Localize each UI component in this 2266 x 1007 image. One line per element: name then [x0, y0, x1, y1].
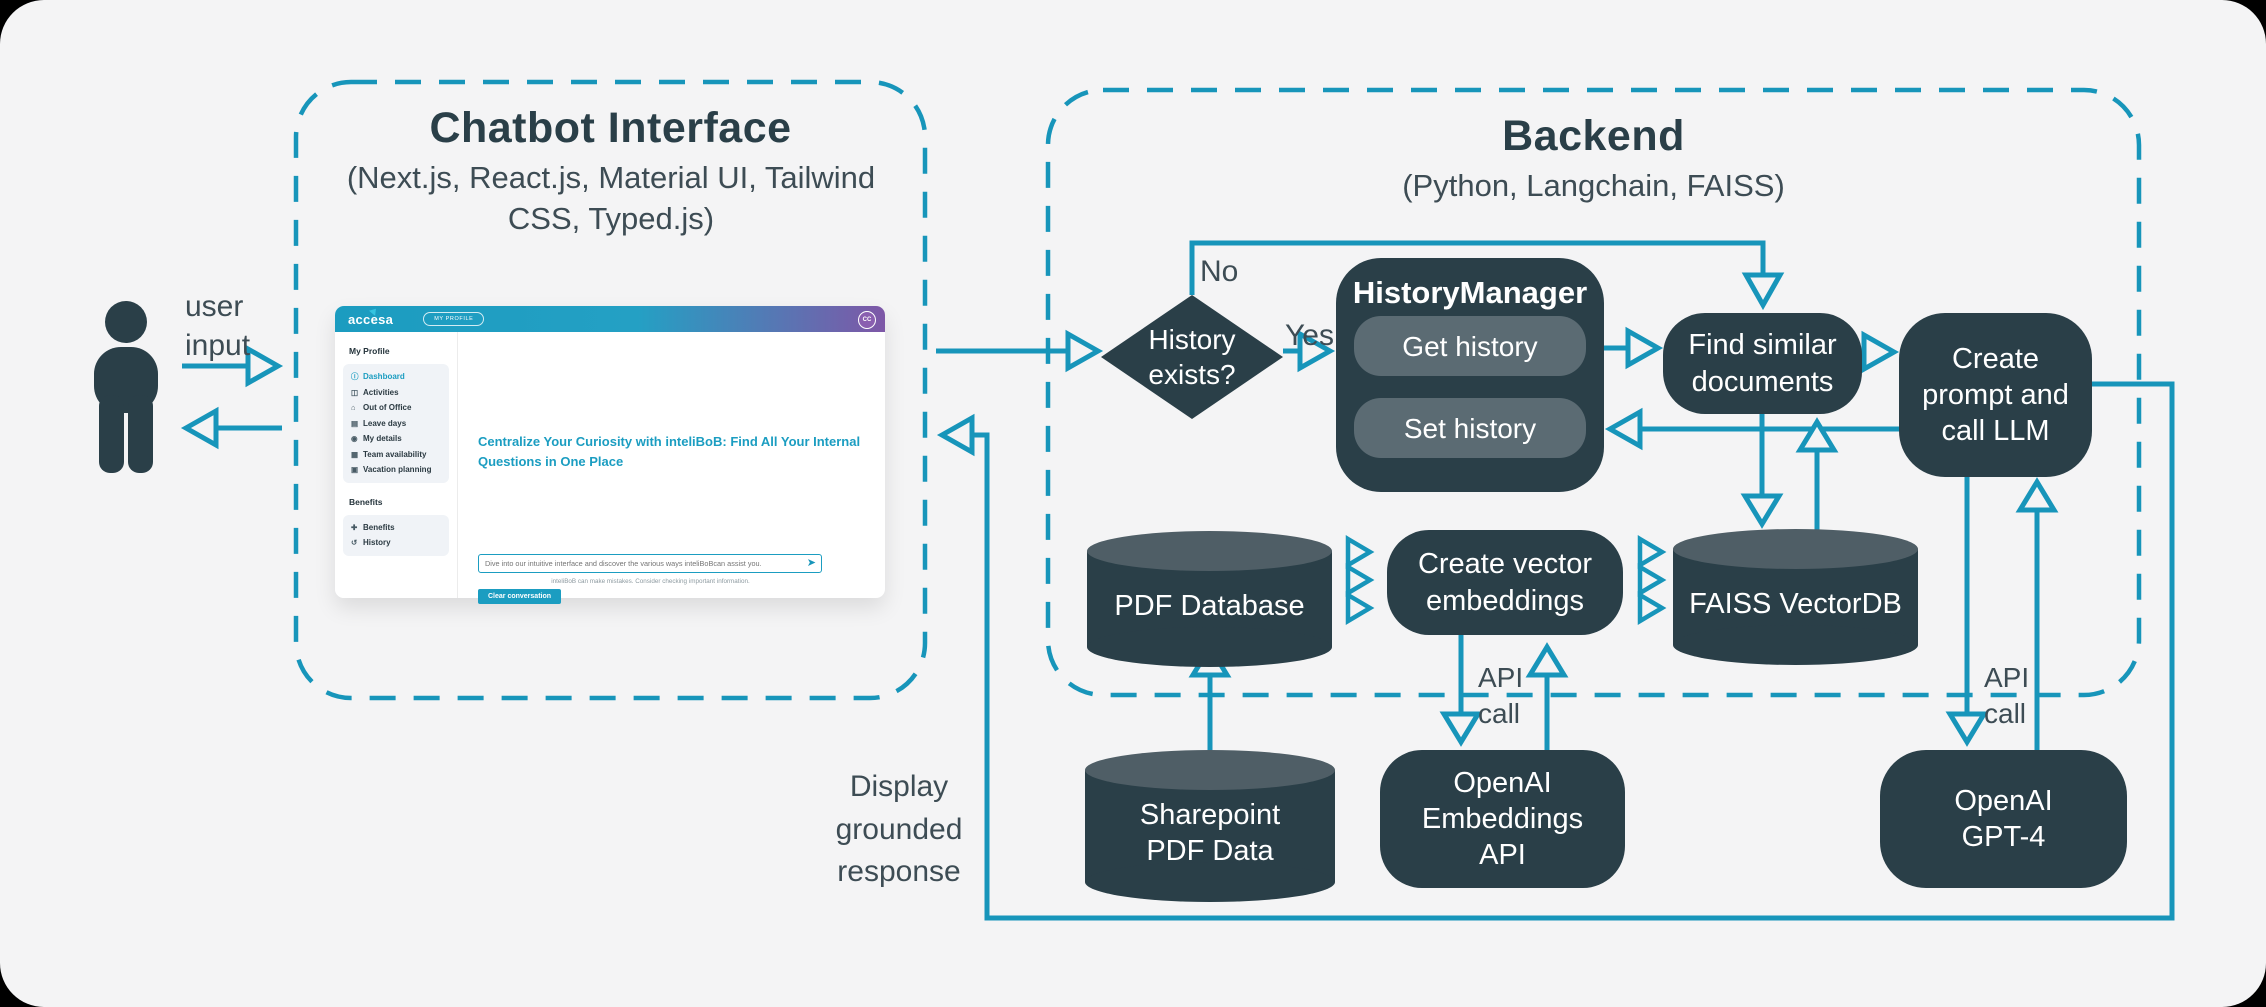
backend-section-subtitle: (Python, Langchain, FAISS) — [1402, 168, 1785, 203]
display-grounded-response-label: Display grounded response — [835, 770, 963, 889]
sidebar-item-label: Out of Office — [363, 403, 412, 413]
history-manager-title: HistoryManager — [1352, 275, 1588, 310]
chevrons-pdfdb-to-embeddings — [1345, 535, 1375, 625]
sidebar-item-out-of-office[interactable]: ⌂ Out of Office — [343, 400, 449, 416]
suitcase-icon: ▤ — [351, 418, 359, 428]
arrow-no-path — [1189, 240, 1785, 311]
arrow-find-to-create — [1861, 330, 1900, 374]
arrow-response-to-user — [180, 406, 282, 450]
sidebar-item-benefits[interactable]: ✚ Benefits — [343, 520, 449, 536]
table-icon: ▦ — [351, 449, 359, 459]
arrow-find-to-faiss — [1740, 414, 1784, 529]
arrow-gpt4-to-create — [2015, 477, 2059, 750]
node-label: Create prompt and call LLM — [1922, 342, 2069, 448]
api-call-label-gpt4: API call — [1984, 662, 2030, 730]
node-label: OpenAI GPT-4 — [1954, 784, 2053, 853]
arrow-api-to-embeddings — [1525, 642, 1569, 750]
office-icon: ⌂ — [351, 403, 356, 413]
arrow-create-to-gpt4 — [1945, 477, 1989, 747]
api-call-label-embeddings: API call — [1478, 662, 1524, 730]
backend-box-border — [1045, 87, 2142, 698]
arrow-faiss-to-find — [1795, 417, 1839, 532]
app-topbar: accesa MY PROFILE CC — [335, 305, 885, 332]
sidebar-item-label: Activities — [363, 387, 399, 397]
sidebar-item-label: Vacation planning — [363, 465, 432, 475]
node-label: Find similar documents — [1688, 329, 1837, 398]
app-sidebar: My Profile ⓘ Dashboard ◫ Activities ⌂ Ou… — [335, 332, 458, 598]
history-icon: ↺ — [351, 538, 358, 548]
chat-input[interactable] — [479, 558, 807, 569]
logo-triangle-icon — [369, 305, 379, 316]
node-label: PDF Database — [1114, 589, 1305, 622]
set-history-node: Set history — [1354, 398, 1586, 458]
arrow-yes — [1283, 329, 1336, 373]
backend-section-title: Backend — [1502, 112, 1685, 160]
openai-gpt4-node: OpenAI GPT-4 — [1880, 750, 2127, 888]
node-label: OpenAI Embeddings API — [1421, 766, 1584, 872]
arrow-chatbot-to-diamond — [936, 329, 1104, 373]
person-icon: ◉ — [351, 434, 358, 444]
arrow-gethistory-to-find — [1604, 326, 1664, 370]
sidebar-item-activities[interactable]: ◫ Activities — [343, 385, 449, 401]
arrow-embeddings-to-api — [1439, 635, 1483, 747]
create-prompt-node: Create prompt and call LLM — [1899, 313, 2092, 477]
get-history-node: Get history — [1354, 316, 1586, 376]
disclaimer-text: inteliBoB can make mistakes. Consider ch… — [551, 578, 750, 585]
chatbot-app-screenshot: accesa MY PROFILE CC My Profile ⓘ Dashbo… — [335, 305, 885, 604]
people-icon: ◫ — [351, 387, 359, 397]
sidebar-item-label: Team availability — [363, 449, 427, 459]
arrow-create-to-sethistory — [1604, 407, 1902, 451]
chatbot-section-title: Chatbot Interface — [429, 104, 792, 152]
history-manager-node: HistoryManager Get history Set history — [1336, 258, 1604, 492]
sidebar-item-label: History — [363, 538, 391, 548]
my-profile-button[interactable]: MY PROFILE — [423, 312, 485, 326]
no-label: No — [1200, 255, 1239, 288]
pdf-database-cylinder: PDF Database — [1087, 531, 1332, 667]
node-label: Create vector embeddings — [1417, 548, 1593, 617]
sidebar-item-label: Leave days — [363, 418, 407, 428]
avatar[interactable]: CC — [858, 311, 876, 329]
sidebar-item-vacation-planning[interactable]: ▣ Vacation planning — [343, 462, 449, 478]
benefits-icon: ✚ — [351, 522, 358, 532]
info-icon: ⓘ — [351, 372, 359, 382]
app-heading: Centralize Your Curiosity with inteliBoB… — [478, 434, 861, 470]
chat-input-wrap: ➤ — [478, 554, 822, 573]
chatbot-section-subtitle: (Next.js, React.js, Material UI, Tailwin… — [346, 160, 876, 236]
node-label: FAISS VectorDB — [1689, 587, 1902, 620]
yes-label: Yes — [1285, 319, 1334, 352]
clear-conversation-button[interactable]: Clear conversation — [478, 589, 562, 604]
sidebar-item-my-details[interactable]: ◉ My details — [343, 431, 449, 447]
arrow-grounded-response-loop — [936, 381, 2175, 921]
sidebar-item-team-availability[interactable]: ▦ Team availability — [343, 447, 449, 463]
find-similar-documents-node: Find similar documents — [1663, 313, 1862, 414]
sidebar-item-label: Dashboard — [363, 372, 405, 382]
sidebar-item-label: My details — [363, 434, 402, 444]
sidebar-item-dashboard[interactable]: ⓘ Dashboard — [343, 369, 449, 385]
user-person-icon — [94, 301, 158, 473]
chevrons-embeddings-to-faiss — [1637, 535, 1667, 625]
sharepoint-pdf-cylinder: Sharepoint PDF Data — [1085, 750, 1335, 902]
chatbot-box-border — [293, 79, 928, 701]
send-icon[interactable]: ➤ — [806, 557, 816, 569]
openai-embeddings-api-node: OpenAI Embeddings API — [1380, 750, 1625, 888]
sidebar-section-my-profile: My Profile — [349, 346, 390, 356]
app-main-area: Centralize Your Curiosity with inteliBoB… — [457, 332, 885, 604]
sidebar-item-leave-days[interactable]: ▤ Leave days — [343, 416, 449, 432]
sidebar-panel-benefits: ✚ Benefits ↺ History — [343, 514, 449, 556]
sidebar-item-history[interactable]: ↺ History — [343, 535, 449, 551]
sidebar-item-label: Benefits — [363, 522, 395, 532]
user-input-label: user input — [185, 290, 251, 362]
create-vector-embeddings-node: Create vector embeddings — [1387, 530, 1623, 635]
sidebar-section-benefits: Benefits — [349, 496, 383, 507]
accesa-logo: accesa — [348, 305, 393, 327]
node-label: Sharepoint PDF Data — [1139, 798, 1281, 867]
arrow-user-input — [182, 344, 284, 388]
decision-label: History exists? — [1148, 324, 1236, 390]
sidebar-panel-profile: ⓘ Dashboard ◫ Activities ⌂ Out of Office… — [343, 364, 449, 483]
faiss-vectordb-cylinder: FAISS VectorDB — [1673, 529, 1918, 665]
calendar-icon: ▣ — [351, 465, 359, 475]
